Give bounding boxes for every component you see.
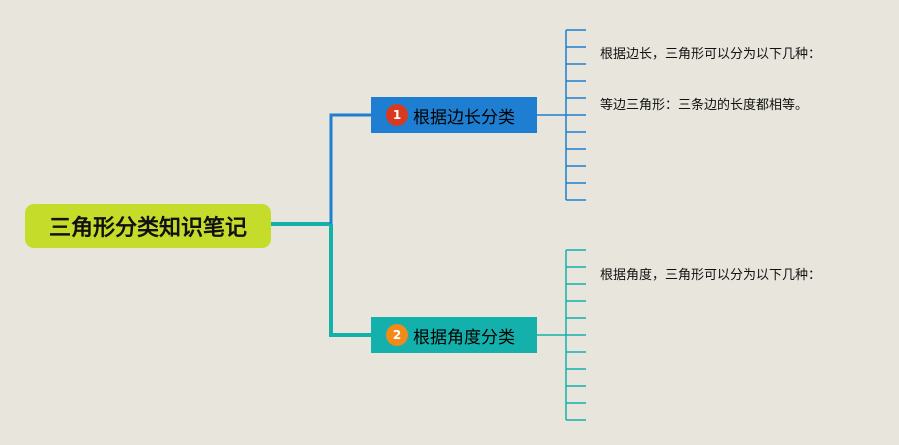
root-node[interactable]: 三角形分类知识笔记 <box>25 204 271 248</box>
leaf-equilateral[interactable]: 等边三角形：三条边的长度都相等。 <box>600 98 809 113</box>
branch-label-side-length: 根据边长分类 <box>413 107 515 128</box>
branch-node-side-length[interactable]: 1 根据边长分类 <box>371 97 537 133</box>
leaf-angle-intro[interactable]: 根据角度，三角形可以分为以下几种： <box>600 268 822 283</box>
number-2-icon: 2 <box>386 324 408 346</box>
leaf-side-length-intro[interactable]: 根据边长，三角形可以分为以下几种： <box>600 47 822 62</box>
branch-label-angle: 根据角度分类 <box>413 327 515 348</box>
root-label: 三角形分类知识笔记 <box>48 216 247 241</box>
number-1-icon: 1 <box>386 104 408 126</box>
branch-node-angle[interactable]: 2 根据角度分类 <box>371 317 537 353</box>
